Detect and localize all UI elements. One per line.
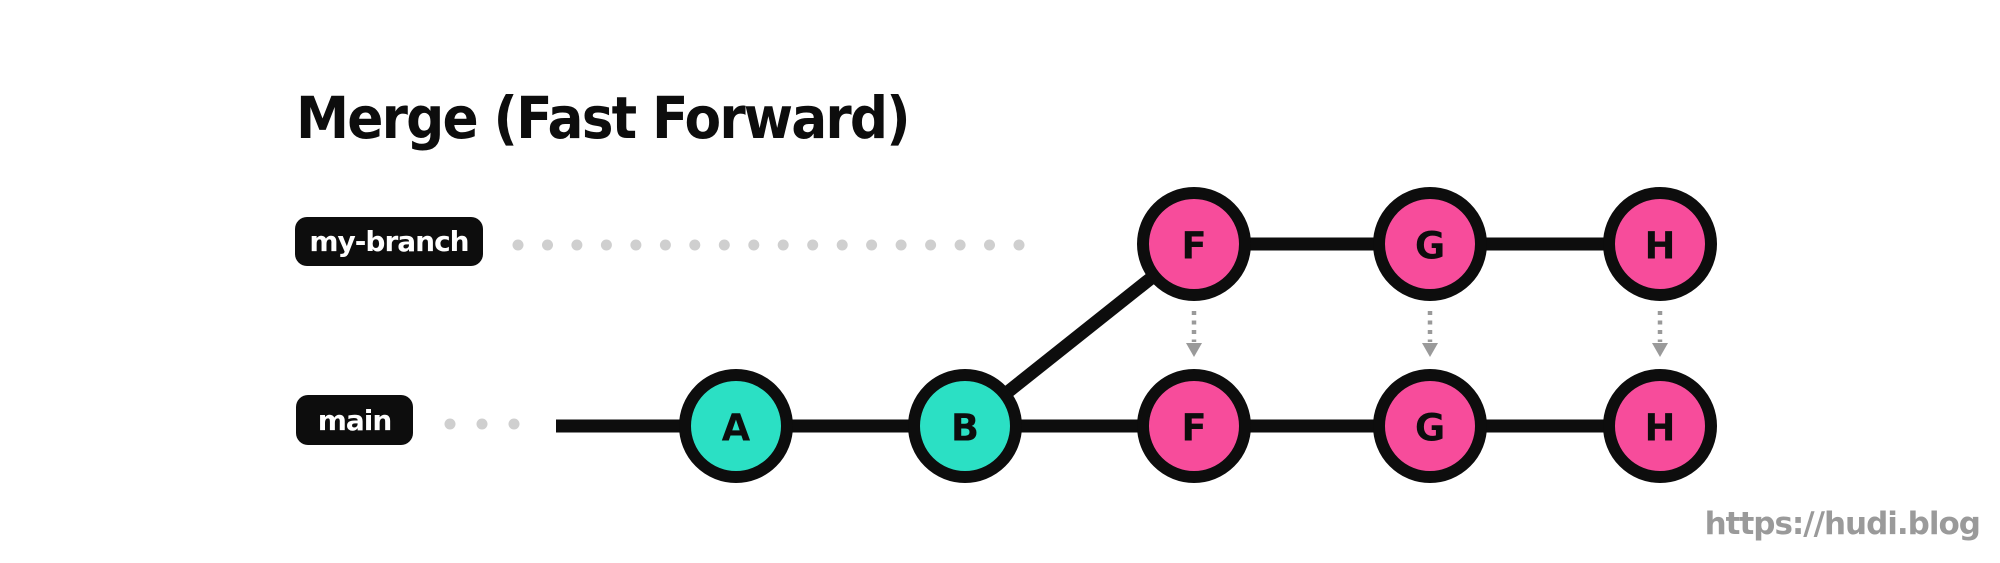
history-dot [571, 239, 583, 251]
commit-label-my-branch-H: H [1645, 225, 1676, 268]
commit-label-main-G: G [1415, 407, 1445, 450]
history-dot [748, 239, 760, 251]
history-dot [689, 239, 701, 251]
commit-node-main-G [1373, 369, 1487, 483]
history-dot [630, 239, 642, 251]
history-dot [476, 418, 488, 430]
history-dot [895, 239, 907, 251]
commit-node-my-branch-H [1603, 187, 1717, 301]
commit-node-main-H [1603, 369, 1717, 483]
branch-label-main: main [296, 395, 413, 445]
fast-forward-arrow-head [1652, 343, 1668, 357]
history-dot [1013, 239, 1025, 251]
history-dot [718, 239, 730, 251]
history-dot [512, 239, 524, 251]
history-dot [925, 239, 937, 251]
history-dot [659, 239, 671, 251]
commit-label-main-A: A [722, 407, 751, 450]
commit-node-main-F [1137, 369, 1251, 483]
history-dot [866, 239, 878, 251]
commit-label-my-branch-G: G [1415, 225, 1445, 268]
history-dot [508, 418, 520, 430]
fast-forward-arrow-head [1186, 343, 1202, 357]
history-dot [444, 418, 456, 430]
history-dot [807, 239, 819, 251]
commit-label-main-F: F [1181, 407, 1206, 450]
history-dot [984, 239, 995, 251]
commit-node-my-branch-F [1137, 187, 1251, 301]
commit-node-main-A [679, 369, 793, 483]
history-dot [542, 239, 553, 251]
history-dot [600, 239, 612, 251]
diagram-title: Merge (Fast Forward) [296, 84, 911, 152]
commit-label-main-H: H [1645, 407, 1676, 450]
commit-label-my-branch-F: F [1181, 225, 1206, 268]
commit-label-main-B: B [951, 407, 979, 450]
commit-node-my-branch-G [1373, 187, 1487, 301]
fast-forward-arrow-head [1422, 343, 1438, 357]
commit-node-main-B [908, 369, 1022, 483]
branch-label-my-branch: my-branch [295, 217, 483, 266]
history-dot [836, 239, 848, 251]
history-dot [777, 239, 789, 251]
watermark-url: https://hudi.blog [1704, 506, 1981, 542]
history-dot [954, 239, 966, 251]
